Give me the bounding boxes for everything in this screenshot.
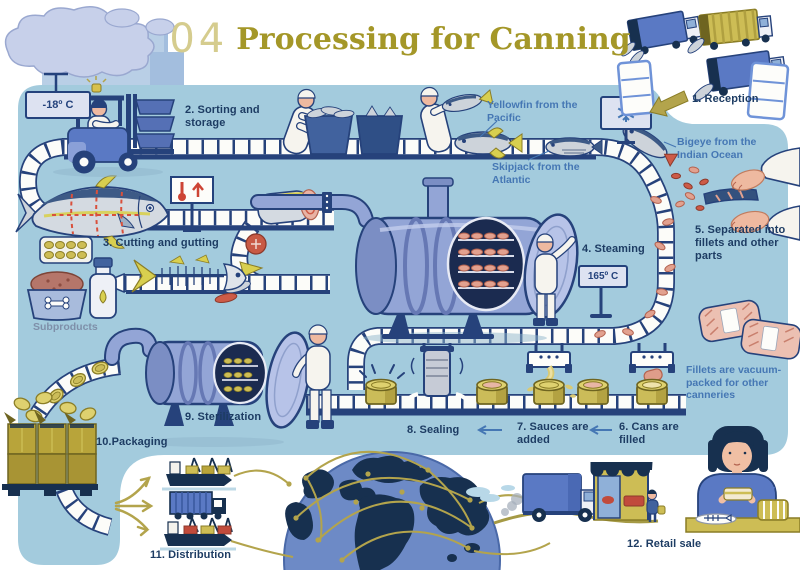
trade-routes [293,450,475,563]
thermometer-icon [178,182,204,201]
tuna-cutting-illustration [15,175,170,249]
thermometer-sign [170,176,214,232]
cargo-ship-1 [162,457,236,491]
subproducts-annotation: Subproducts [33,321,98,333]
truck-gold-2 [687,8,774,54]
separating-hands [684,147,800,241]
title-text: Processing for Canning [236,22,631,57]
step-10-packaging-label: 10.Packaging [96,436,168,448]
skipjack-annotation: Skipjack from the Atlantic [492,161,580,186]
fishbone-icon [704,513,732,523]
shopper [646,489,666,522]
step-8-sealing-label: 8. Sealing [407,424,460,436]
fish-oil-bottle-icon [89,257,117,319]
step-11-distribution-label: 11. Distribution [150,549,232,561]
pointer-lines [479,120,677,161]
fillet-pieces [594,172,693,338]
fish-skeleton [131,254,247,293]
plate [695,513,737,525]
sorting-station [282,86,494,155]
step-7-sauces-label: 7. Sauces are added [517,421,589,446]
snack-box [757,499,789,521]
vacuum-packed-annotation: Fillets are vacuum-packed for other cann… [686,364,782,402]
subproducts-icons [26,236,117,321]
steamer-worker [533,233,576,326]
shop [590,462,653,521]
globe [283,450,501,570]
vacuum-packs [698,299,800,360]
sterilizer-racks [222,357,258,392]
fish-in-hands [441,88,494,113]
sterilizer-worker [292,324,334,429]
bigeye-annotation: Bigeye from the Indian Ocean [677,136,757,161]
yellowfin-fish [454,127,523,159]
steamer-machine [250,177,579,344]
yellowfin-annotation: Yellowfin from the Pacific [487,99,578,124]
cut-lines [52,189,142,237]
steamer-racks [458,232,514,289]
fish-in-bin [306,106,355,119]
steaming-temp-sign: 165º C [578,265,628,288]
title-number: 04 [169,16,229,62]
retail-truck [522,473,603,522]
step-6-cans-filled-label: 6. Cans are filled [619,421,679,446]
step-2-sorting-label: 2. Sorting and storage [185,104,260,129]
gate-left [616,59,656,117]
can-stations [403,343,675,404]
step-4-steaming-label: 4. Steaming [582,243,645,255]
exit-cans [13,361,109,423]
smoke-cloud [4,6,175,78]
step-5-separated-label: 5. Separated into fillets and other part… [695,224,786,262]
step-9-sterilization-label: 9. Sterilization [185,411,262,423]
pills-icon [39,236,93,264]
sauce-dispenser [526,343,576,398]
reception-arrow-icon [649,90,689,117]
sealed-can [359,364,405,405]
woman-eating [685,426,800,533]
distribution-truck [169,491,226,520]
reception-trucks [616,8,790,121]
retail-scene [493,462,666,525]
skipjack-fish [545,137,603,157]
step-1-reception-label: 1. Reception [692,93,759,105]
packaging-pallet [2,410,98,496]
pet-food-bowl-icon [26,271,88,321]
step-3-cutting-label: 3. Cutting and gutting [103,237,219,249]
stacked-crates [135,99,175,149]
cargo-ship-2 [160,517,236,551]
sterilizer-machine [104,327,311,447]
distribution-arrows [114,476,154,537]
truck-blue-1 [620,10,702,66]
gate-right [746,61,790,121]
steam-temp-sign-pole [590,284,612,318]
awning [590,462,653,477]
cold-storage-temp-sign: -18º C [25,91,91,119]
cans-on-line [359,364,668,405]
sorting-worker-right [420,86,494,153]
step-12-retail-label: 12. Retail sale [627,538,702,550]
sealing-machine [403,343,471,404]
flow-arrows-left [476,425,612,435]
